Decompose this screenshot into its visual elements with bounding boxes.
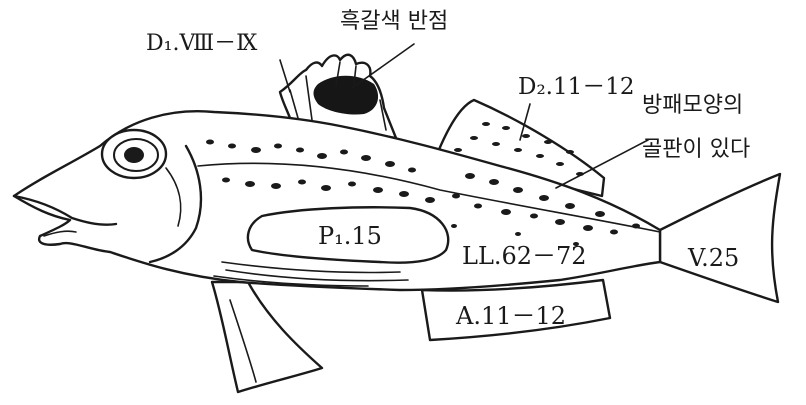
leader-d1	[279, 59, 291, 93]
label-d1: D₁.Ⅷ－Ⅸ	[146, 31, 258, 56]
leader-spot	[351, 43, 415, 89]
mouth-line	[12, 194, 118, 226]
dark-brown-spot	[313, 75, 379, 115]
label-spot: 흑갈색 반점	[340, 9, 448, 34]
pectoral-fin	[246, 206, 450, 264]
label-p1: P₁.15	[318, 222, 382, 250]
gill-cover	[148, 144, 203, 264]
shield-plate-marks	[454, 122, 584, 176]
label-a: A.11－12	[455, 302, 566, 330]
label-v: V.25	[687, 244, 739, 272]
label-plates-line1: 방패모양의	[642, 93, 743, 118]
leader-d2	[519, 103, 531, 141]
pectoral-free-rays	[213, 261, 409, 287]
label-d2: D₂.11－12	[518, 74, 635, 100]
anal-fin	[420, 278, 612, 342]
label-ll: LL.62－72	[462, 242, 587, 270]
preopercle-line	[165, 167, 182, 227]
leader-lines	[279, 43, 649, 189]
first-dorsal-spines	[289, 61, 387, 131]
label-plates-line2: 골판이 있다	[642, 137, 750, 162]
caudal-fin	[658, 172, 782, 304]
fish-body	[12, 110, 662, 292]
lateral-line	[197, 162, 661, 233]
body-spots	[206, 139, 640, 246]
lower-jaw-line	[43, 230, 77, 237]
leader-plates	[555, 139, 649, 189]
pelvic-fin	[210, 280, 324, 394]
pelvic-fin-ray	[229, 299, 257, 383]
eye-iris	[113, 138, 159, 172]
eye-pupil	[124, 147, 144, 163]
